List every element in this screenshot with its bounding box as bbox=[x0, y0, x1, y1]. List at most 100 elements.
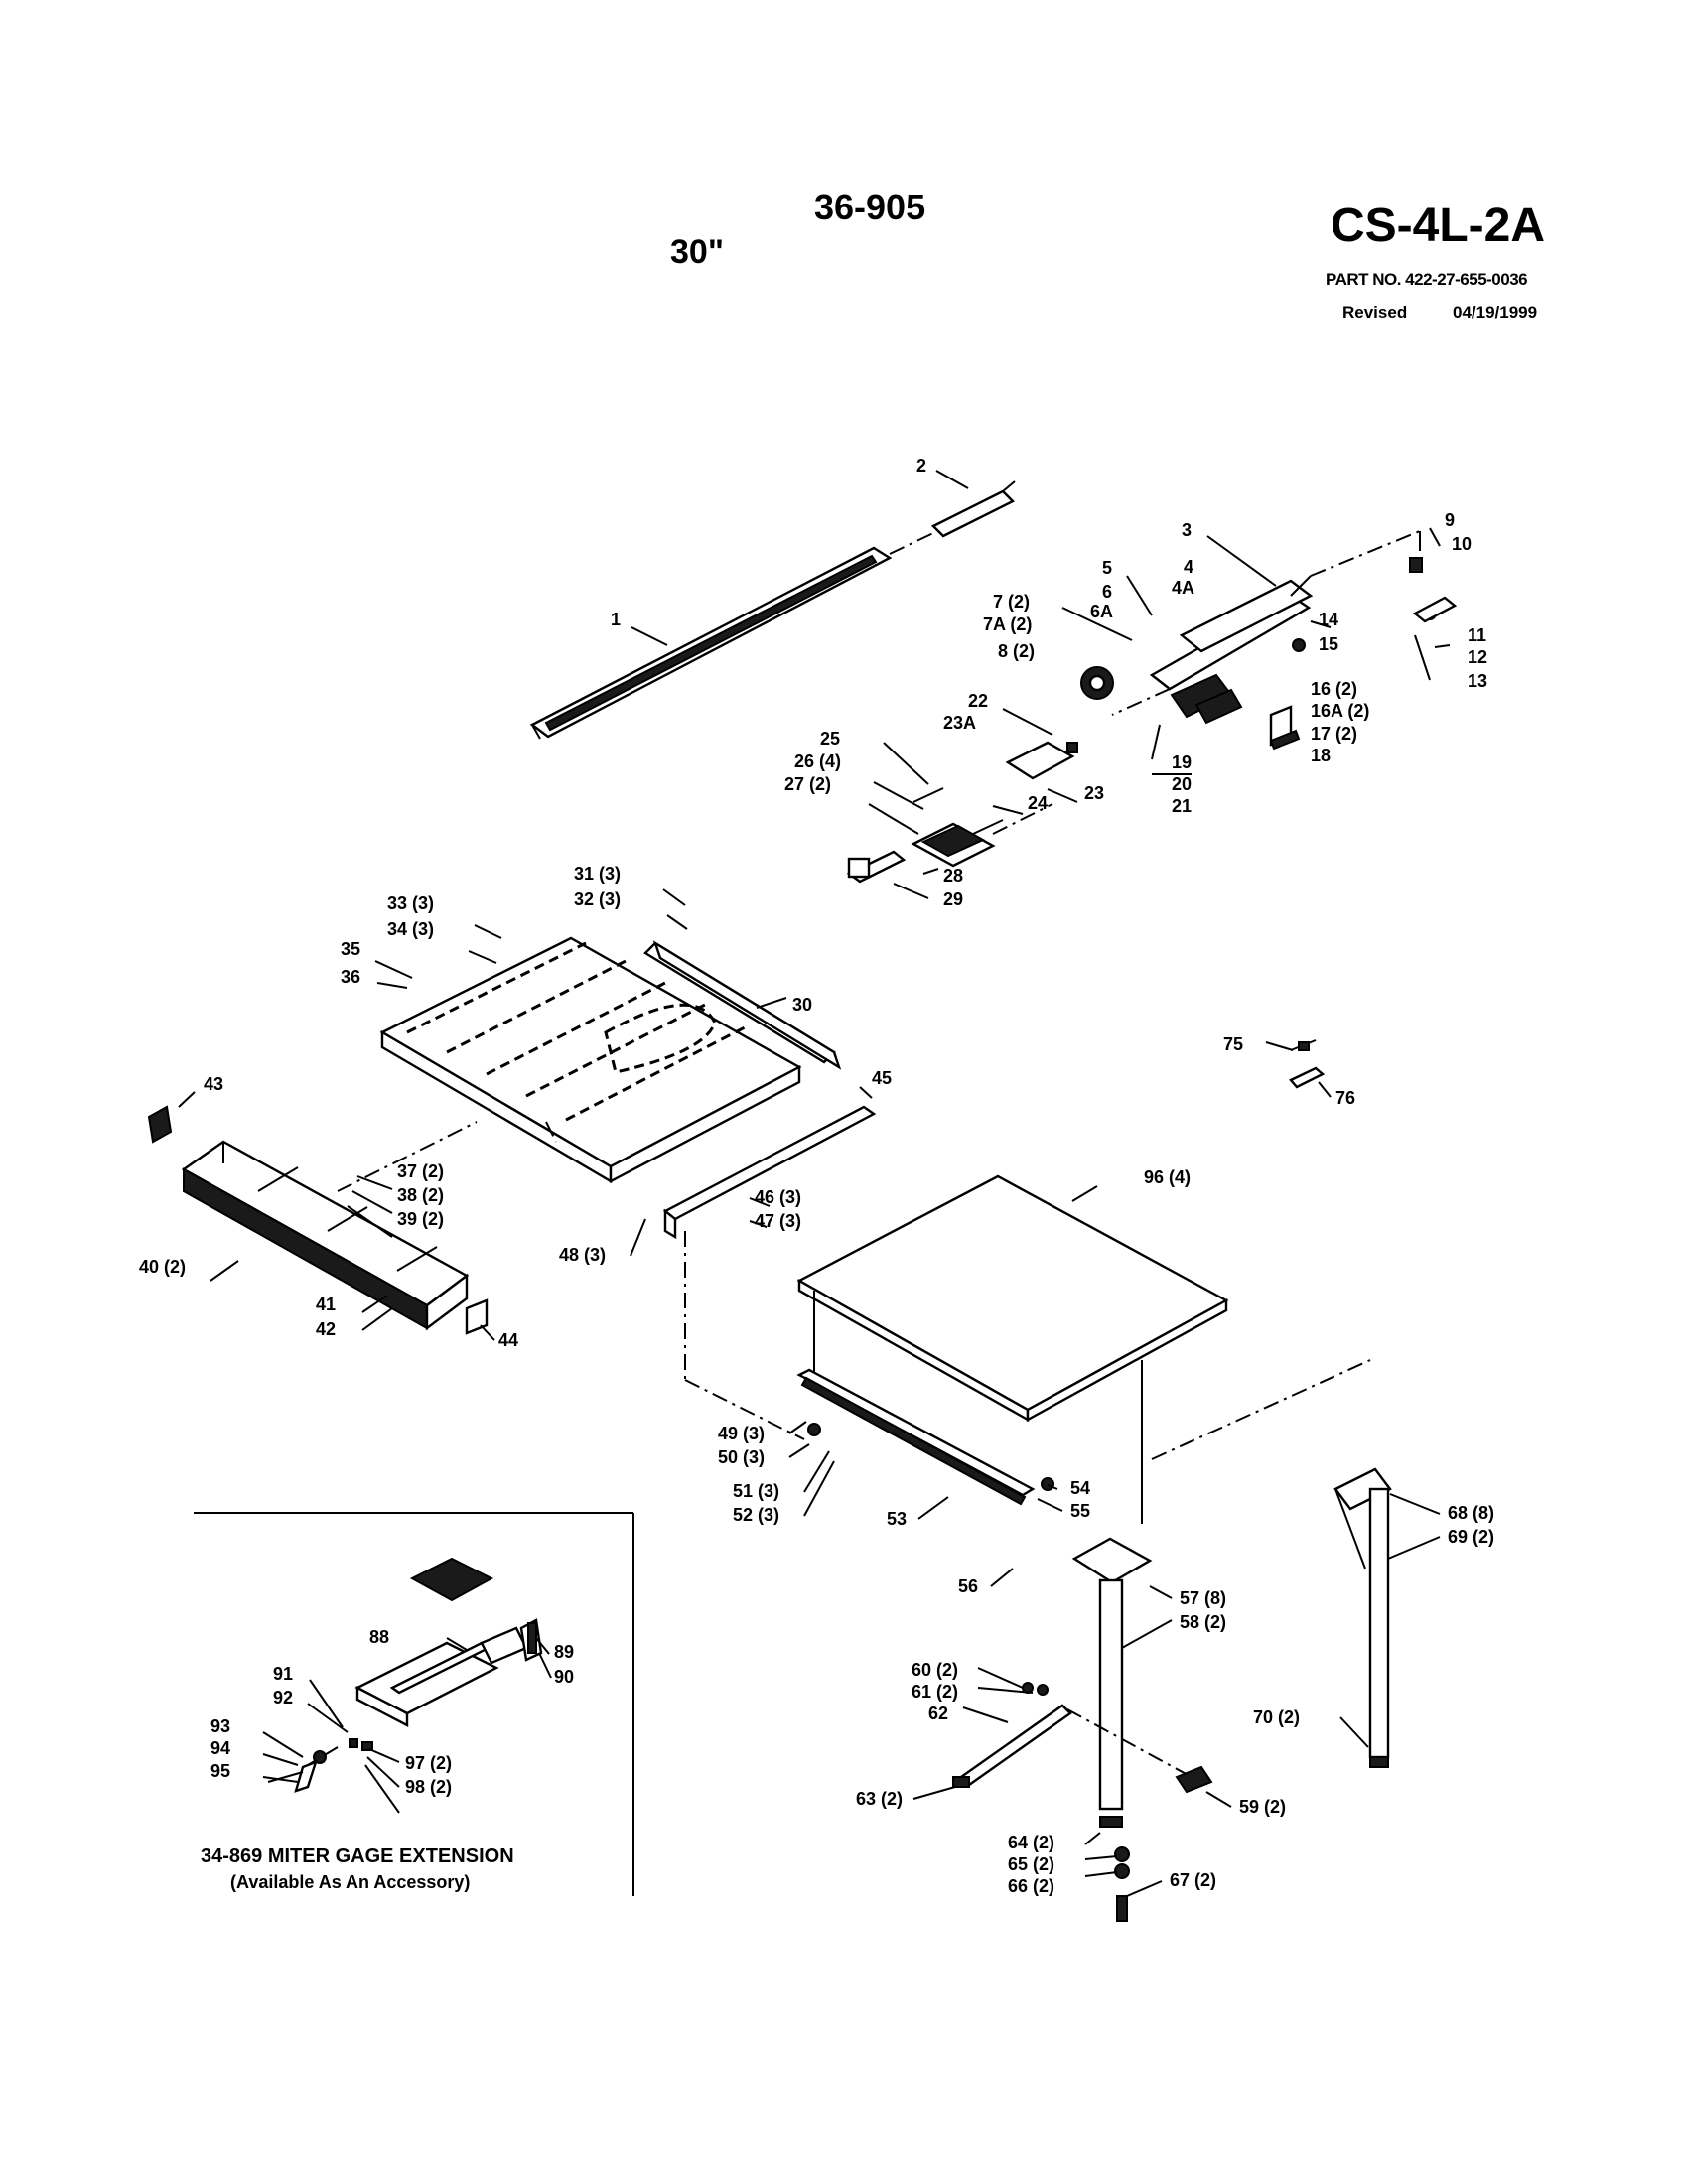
callout-55: 55 bbox=[1070, 1501, 1090, 1521]
callout-14: 14 bbox=[1319, 610, 1338, 629]
model-number: 36-905 bbox=[814, 187, 926, 227]
callout-3: 3 bbox=[1182, 520, 1192, 540]
callout-96: 97 (2) bbox=[405, 1753, 452, 1773]
inset-miter-gage-extension: 88 89 90 91 92 93 94 95 97 (2) 98 (2) 34… bbox=[194, 1512, 634, 1896]
callout-65: 65 (2) bbox=[1008, 1854, 1054, 1874]
callout-35: 35 bbox=[341, 939, 360, 959]
callout-28: 28 bbox=[943, 866, 963, 886]
callout-19: 19 bbox=[1172, 752, 1192, 772]
callout-57: 57 (8) bbox=[1180, 1588, 1226, 1608]
callout-97: 98 (2) bbox=[405, 1777, 452, 1797]
callout-6a: 6A bbox=[1090, 602, 1113, 621]
callout-16a: 16A (2) bbox=[1311, 701, 1369, 721]
callout-58: 58 (2) bbox=[1180, 1612, 1226, 1632]
part-table-top bbox=[379, 936, 842, 1184]
revised-date: 04/19/1999 bbox=[1453, 303, 1538, 322]
part-support-rail bbox=[796, 1359, 1371, 1506]
callout-17: 17 (2) bbox=[1311, 724, 1357, 744]
part-end-bracket bbox=[889, 480, 1016, 555]
callout-8: 8 (2) bbox=[998, 641, 1035, 661]
part-fence-head bbox=[1080, 530, 1458, 751]
callout-50: 50 (3) bbox=[718, 1447, 765, 1467]
callout-48: 48 (3) bbox=[559, 1245, 606, 1265]
callout-60: 60 (2) bbox=[912, 1660, 958, 1680]
callout-20: 20 bbox=[1172, 774, 1192, 794]
callout-93: 93 bbox=[210, 1716, 230, 1736]
part-number: PART NO. 422-27-655-0036 bbox=[1326, 270, 1528, 289]
callout-44: 44 bbox=[498, 1330, 518, 1350]
leader-lines bbox=[178, 470, 1451, 1897]
accessory-note: (Available As An Accessory) bbox=[230, 1872, 470, 1892]
callout-15: 15 bbox=[1319, 634, 1338, 654]
callout-42: 42 bbox=[316, 1319, 336, 1339]
callout-31: 31 (3) bbox=[574, 864, 621, 884]
callout-45: 45 bbox=[872, 1068, 892, 1088]
part-rear-rail bbox=[662, 1105, 877, 1440]
callout-7a: 7A (2) bbox=[983, 614, 1032, 634]
callout-41: 41 bbox=[316, 1295, 336, 1314]
callout-7: 7 (2) bbox=[993, 592, 1030, 612]
callout-12: 12 bbox=[1468, 647, 1487, 667]
callout-13: 13 bbox=[1468, 671, 1487, 691]
callout-67: 67 (2) bbox=[1170, 1870, 1216, 1890]
callout-16: 16 (2) bbox=[1311, 679, 1357, 699]
callout-24: 24 bbox=[1028, 793, 1048, 813]
callout-51: 51 (3) bbox=[733, 1481, 779, 1501]
callout-54: 54 bbox=[1070, 1478, 1090, 1498]
callout-21: 21 bbox=[1172, 796, 1192, 816]
callout-6: 6 bbox=[1102, 582, 1112, 602]
callout-75: 75 bbox=[1223, 1034, 1243, 1054]
callout-91: 91 bbox=[273, 1664, 293, 1684]
callout-88: 88 bbox=[369, 1627, 389, 1647]
part-carriage bbox=[846, 741, 1078, 884]
accessory-title: 34-869 MITER GAGE EXTENSION bbox=[201, 1845, 514, 1867]
callout-46: 46 (3) bbox=[755, 1187, 801, 1207]
part-screw-75-76 bbox=[1289, 1039, 1326, 1089]
callout-26: 26 (4) bbox=[794, 751, 841, 771]
callout-66: 66 (2) bbox=[1008, 1876, 1054, 1896]
callout-4a: 4A bbox=[1172, 578, 1194, 598]
part-leg-69 bbox=[1333, 1467, 1392, 1768]
callout-23a: 23A bbox=[943, 713, 976, 733]
callout-52: 52 (3) bbox=[733, 1505, 779, 1525]
callout-34: 34 (3) bbox=[387, 919, 434, 939]
callout-labels: 1 2 3 4 4A 5 6 6A 7 (2) 7A (2) 8 (2) 9 1… bbox=[139, 456, 1494, 1896]
callout-68: 68 (8) bbox=[1448, 1503, 1494, 1523]
callout-10: 10 bbox=[1452, 534, 1472, 554]
callout-43: 43 bbox=[204, 1074, 223, 1094]
revised-label: Revised bbox=[1342, 303, 1408, 322]
callout-94: 94 bbox=[210, 1738, 230, 1758]
callout-29: 29 bbox=[943, 889, 963, 909]
table-size: 30" bbox=[670, 233, 724, 271]
callout-23: 23 bbox=[1084, 783, 1104, 803]
callout-38: 38 (2) bbox=[397, 1185, 444, 1205]
part-brace-62 bbox=[952, 1682, 1213, 1794]
callout-92: 92 bbox=[273, 1688, 293, 1707]
callout-90: 90 bbox=[554, 1667, 574, 1687]
callout-63: 63 (2) bbox=[856, 1789, 903, 1809]
callout-32: 32 (3) bbox=[574, 889, 621, 909]
callout-18: 18 bbox=[1311, 746, 1331, 765]
callout-70: 70 (2) bbox=[1253, 1707, 1300, 1727]
callout-30: 30 bbox=[792, 995, 812, 1015]
callout-76: 76 bbox=[1335, 1088, 1355, 1108]
callout-62: 62 bbox=[928, 1704, 948, 1723]
callout-25: 25 bbox=[820, 729, 840, 749]
callout-95-inset: 95 bbox=[210, 1761, 230, 1781]
callout-47: 47 (3) bbox=[755, 1211, 801, 1231]
callout-61: 61 (2) bbox=[912, 1682, 958, 1702]
part-front-rail bbox=[147, 1105, 489, 1335]
callout-37: 37 (2) bbox=[397, 1161, 444, 1181]
callout-22: 22 bbox=[968, 691, 988, 711]
callout-40: 40 (2) bbox=[139, 1257, 186, 1277]
callout-49: 49 (3) bbox=[718, 1424, 765, 1443]
callout-27: 27 (2) bbox=[784, 774, 831, 794]
part-rail bbox=[529, 546, 893, 740]
callout-39: 39 (2) bbox=[397, 1209, 444, 1229]
callout-95: 96 (4) bbox=[1144, 1167, 1191, 1187]
callout-11: 11 bbox=[1468, 625, 1486, 645]
callout-59: 59 (2) bbox=[1239, 1797, 1286, 1817]
callout-53: 53 bbox=[887, 1509, 907, 1529]
part-leg-58 bbox=[1071, 1537, 1153, 1922]
